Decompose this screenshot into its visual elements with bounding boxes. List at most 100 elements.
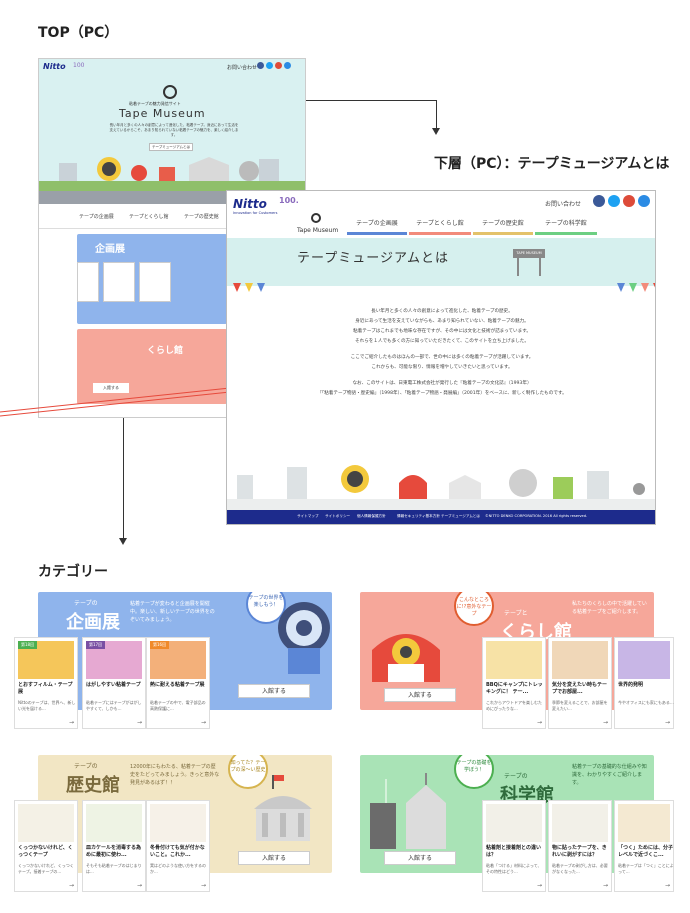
centennial-badge: 100: [73, 62, 85, 69]
arrow-right-icon: →: [536, 719, 542, 726]
facebook-icon[interactable]: [257, 62, 264, 69]
footer-privacy[interactable]: 個人情報保護方針: [357, 514, 386, 518]
footer-about[interactable]: テープミュージアムとは: [441, 514, 480, 518]
footer-sitemap[interactable]: サイトマップ: [297, 514, 319, 518]
bunting-flags: [233, 283, 655, 292]
nav-kagaku[interactable]: テープの科学館: [535, 213, 597, 235]
sub-card-desc: 粘着テープは「つく」ことによって...: [618, 863, 674, 874]
arrow-right-icon: →: [536, 882, 542, 889]
arrow-right-icon: →: [68, 719, 74, 726]
nitto-logo[interactable]: Nitto: [43, 62, 66, 71]
kikaku-sub-card[interactable]: 第18回 とおすフィルム・テープ展 Nittoのテープは、世界へ、新しい光を届け…: [14, 637, 78, 729]
arrow-right-icon: →: [664, 882, 670, 889]
contact-link[interactable]: お問い合わせ: [227, 65, 258, 71]
googleplus-icon[interactable]: [275, 62, 282, 69]
bunting-flag: [641, 283, 649, 292]
arrow-down-icon: [432, 128, 440, 135]
arrow-right-icon: →: [200, 882, 206, 889]
hatena-icon[interactable]: [638, 195, 650, 207]
tape-reel-icon: [278, 602, 330, 674]
top-sub-card[interactable]: [139, 262, 171, 302]
kurashi-sub-card[interactable]: 世界的発明 今やオフィスにも家にもある... →: [614, 637, 674, 729]
kurashi-enter-button[interactable]: 入館する: [384, 688, 456, 702]
sub-card-title: BBQにキャンプにトレッキングに！ テー...: [486, 682, 543, 695]
city-illustration: [227, 465, 655, 513]
sub-card-desc: 粘着テープにはテープがはがしやすくて、しかも...: [86, 700, 142, 711]
contact-link[interactable]: お問い合わせ: [545, 201, 582, 208]
museum-sign-icon: TAPE MUSEUM: [513, 249, 545, 277]
sub-card-desc: Nittoのテープは、世界へ、新しい光を届ける...: [18, 700, 76, 711]
top-kurashi-card[interactable]: くらし館 入館する: [77, 329, 227, 404]
arrow-right-icon: →: [136, 882, 142, 889]
top-enter-button[interactable]: 入館する: [93, 383, 129, 393]
googleplus-icon[interactable]: [623, 195, 635, 207]
house-tape-icon: [372, 634, 440, 682]
rekishi-sub-card[interactable]: 冬骨付けても気が付かないこと。これか... 実はどのような使い方をするのか...…: [146, 800, 210, 892]
top-kikaku-title: 企画展: [95, 244, 125, 255]
rekishi-sub-card[interactable]: くっつかないけれど、くっつくテープ くっつかないけれど、くっつくテープ。接着テー…: [14, 800, 78, 892]
brand-name[interactable]: Tape Museum: [297, 227, 339, 234]
about-text: 長い年月と多くの人々の創意によって進化した、粘着テープの歴史。 身近にあって生活…: [317, 309, 567, 396]
sub-card-title: くっつかないけれど、くっつくテープ: [18, 845, 73, 858]
nitto-tagline: Innovation for Customers: [233, 211, 278, 215]
footer-sitepolicy[interactable]: サイトポリシー: [325, 514, 351, 518]
rekishi-sub-card[interactable]: 皿カケールを消毒する為めに最初に使わ... そもそも粘着テープのはじまりは...…: [82, 800, 146, 892]
footer-security[interactable]: 情報セキュリティ基本方針: [397, 514, 440, 518]
kikaku-title: 企画展: [66, 612, 120, 633]
issue-tag: 第16回: [150, 641, 170, 649]
arrow-right-icon: →: [200, 719, 206, 726]
kurashi-small-label: テープと: [504, 610, 528, 617]
page-title: テープミュージアムとは: [297, 251, 450, 266]
label-lower-pc: 下層（PC）：テープミュージアムとは: [434, 156, 670, 172]
page-footer: サイトマップ サイトポリシー 個人情報保護方針 情報セキュリティ基本方針 テープ…: [227, 510, 655, 524]
facebook-icon[interactable]: [593, 195, 605, 207]
label-category: カテゴリー: [38, 564, 108, 580]
rekishi-enter-button[interactable]: 入館する: [238, 851, 310, 865]
kikaku-desc: 粘着テープが変わると企画展を開催中。楽しい、新しいテープの世界をのぞいてみましょ…: [130, 601, 215, 623]
connector-line: [306, 100, 436, 101]
kagaku-sub-card[interactable]: 物に貼ったテープを、きれいに剥がすには？ 粘着テープの剥がし方は、必要がなくなっ…: [548, 800, 612, 892]
sub-card-title: 粘着剤と接着剤との違いは？: [486, 845, 541, 858]
kikaku-sub-card[interactable]: 第17回 はがしやすい粘着テープ 粘着テープにはテープがはがしやすくて、しかも.…: [82, 637, 146, 729]
kagaku-sub-card[interactable]: 「つく」ためには、分子レベルで近づくこ... 粘着テープは「つく」ことによって.…: [614, 800, 674, 892]
bunting-flag: [233, 283, 241, 292]
kagaku-small-label: テープの: [504, 773, 528, 780]
kagaku-sub-card[interactable]: 粘着剤と接着剤との違いは？ 粘着「つける」材料によって、その特性はどう... →: [482, 800, 546, 892]
nav-kikaku[interactable]: テープの企画展: [347, 213, 407, 235]
hero-text: 長い年月と多くの人々の創意によって進化した、粘着テープ。身近にあって生活を支えて…: [109, 123, 239, 137]
nav-kikaku[interactable]: テープの企画展: [79, 214, 114, 220]
nitto-logo[interactable]: Nitto: [233, 197, 267, 211]
top-kikaku-card[interactable]: 企画展: [77, 234, 227, 324]
sub-card-desc: 今やオフィスにも家にもある...: [618, 700, 674, 705]
kikaku-enter-button[interactable]: 入館する: [238, 684, 310, 698]
hero-about-button[interactable]: テープミュージアムとは: [149, 143, 193, 151]
twitter-icon[interactable]: [266, 62, 273, 69]
nav-rekishi[interactable]: テープの歴史館: [184, 214, 219, 220]
sub-card-desc: くっつかないけれど、くっつくテープ。接着テープの...: [18, 863, 74, 874]
science-building-icon: [370, 773, 446, 849]
sub-card-image: [486, 641, 542, 679]
nav-rekishi[interactable]: テープの歴史館: [473, 213, 533, 235]
kurashi-desc: 私たちのくらしの中で活躍している粘着テープをご紹介します。: [572, 601, 647, 615]
nav-kurashi[interactable]: テープとくらし館: [409, 213, 471, 235]
museum-building-icon: [254, 775, 312, 841]
rekishi-desc: 12000年にもわたる、粘着テープの歴史をたどってみましょう。きっと意外な発見が…: [130, 764, 220, 786]
kagaku-enter-button[interactable]: 入館する: [384, 851, 456, 865]
hatena-icon[interactable]: [284, 62, 291, 69]
hero-title: Tape Museum: [119, 107, 206, 120]
social-icons: [593, 195, 650, 207]
sub-card-image: [552, 804, 608, 842]
top-sub-card[interactable]: [103, 262, 135, 302]
kurashi-sub-card[interactable]: 気分を変えたい時もテープでお部屋... 季節を変えることで、お部屋を変えたい..…: [548, 637, 612, 729]
arrow-right-icon: →: [136, 719, 142, 726]
top-sub-card[interactable]: [77, 262, 99, 302]
lower-pc-screenshot: Nitto 100. Innovation for Customers お問い合…: [226, 190, 656, 525]
kikaku-sub-card[interactable]: 第16回 熱に耐える粘着テープ展 粘着テープの中で、電子部品の高熱保護に... …: [146, 637, 210, 729]
kurashi-sub-card[interactable]: BBQにキャンプにトレッキングに！ テー... これからアウトドアを楽しむために…: [482, 637, 546, 729]
sub-card-title: 世界的発明: [618, 682, 644, 688]
twitter-icon[interactable]: [608, 195, 620, 207]
nav-kurashi[interactable]: テープとくらし館: [129, 214, 169, 220]
arrow-right-icon: →: [68, 882, 74, 889]
sub-card-image: [18, 804, 74, 842]
kurashi-bubble: こんなところに!?意外なテープ: [454, 592, 494, 626]
